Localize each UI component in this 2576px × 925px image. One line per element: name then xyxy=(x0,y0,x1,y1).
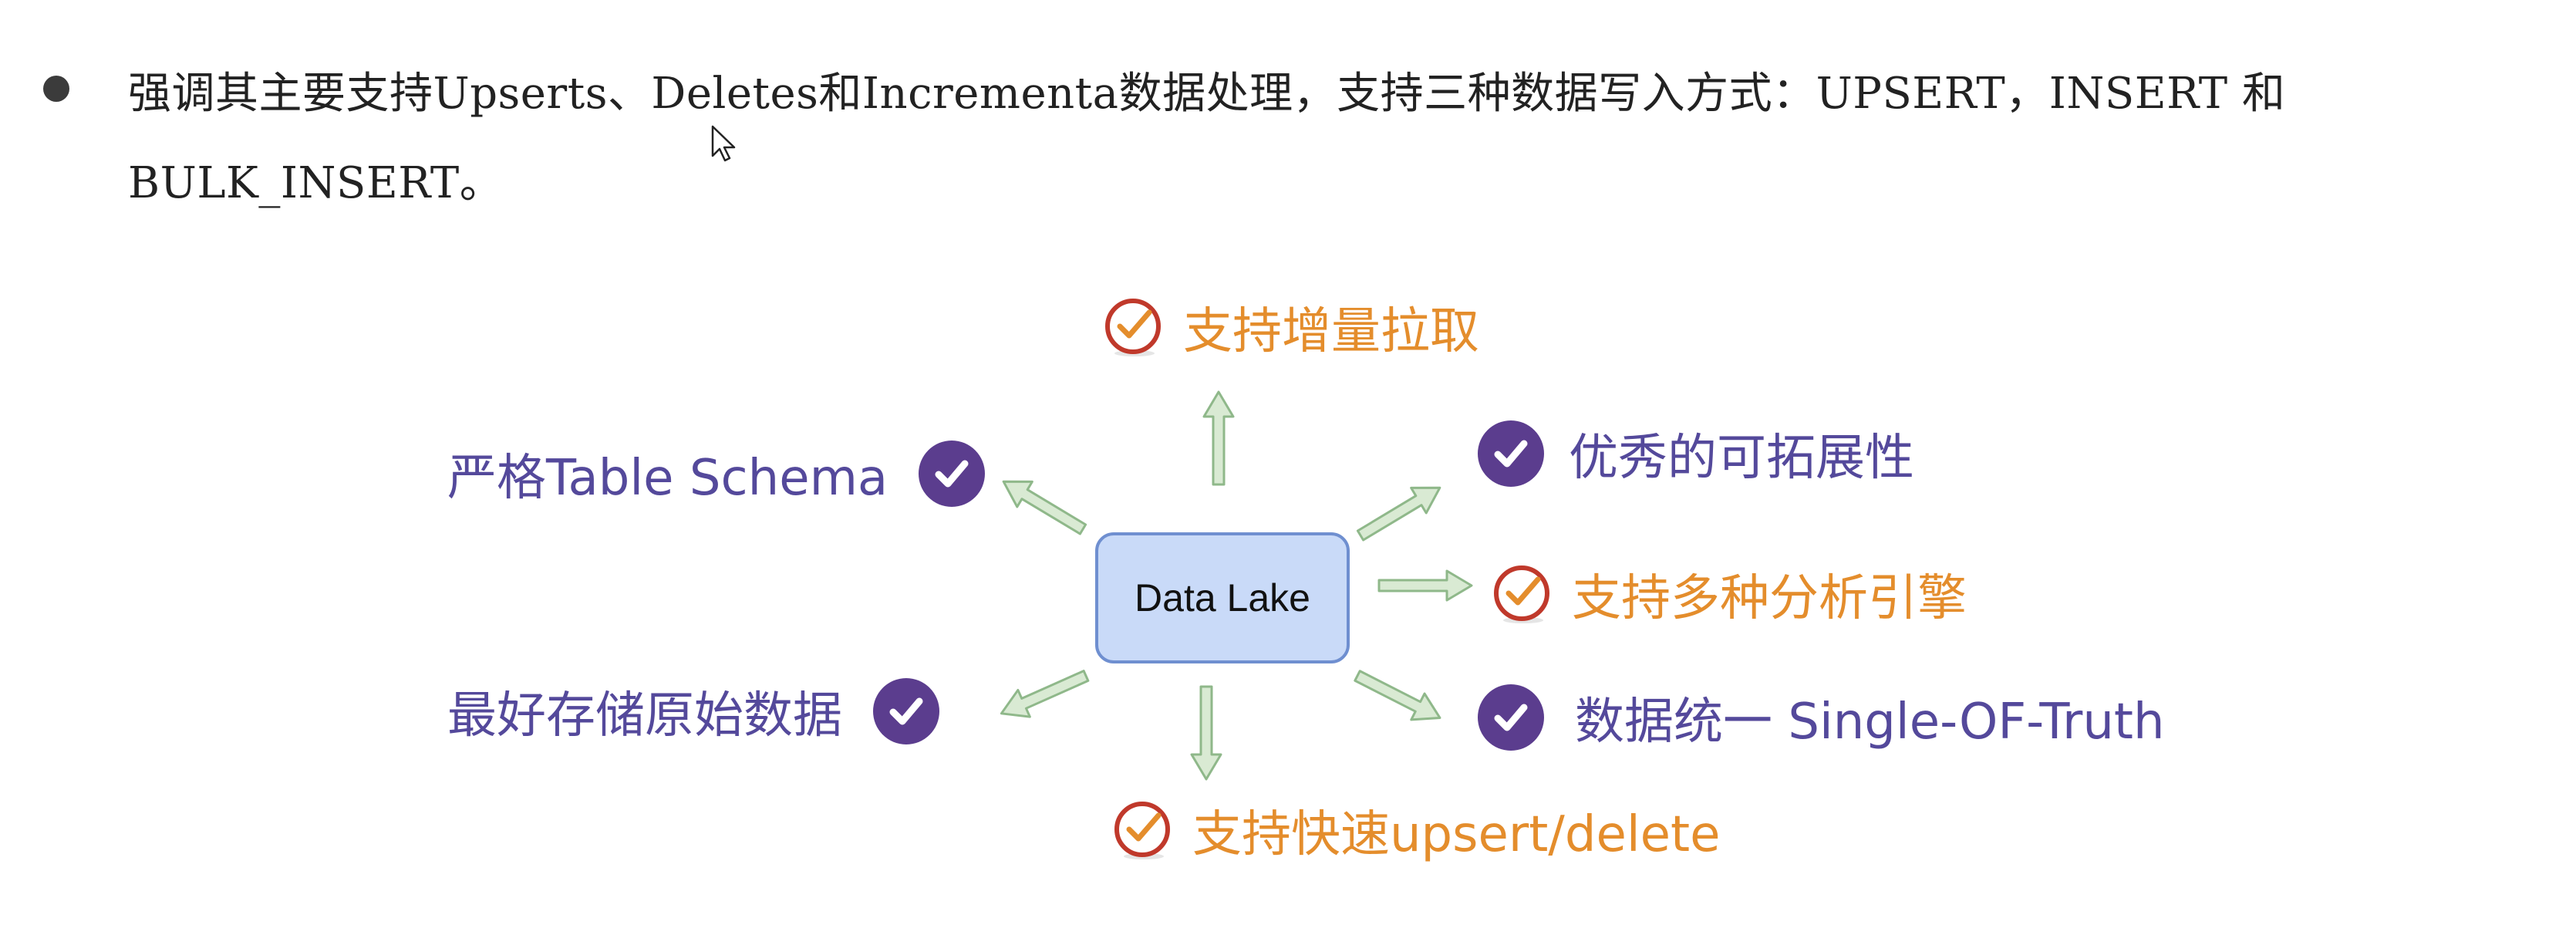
check-circle-icon xyxy=(919,441,986,507)
feature-label: 最好存储原始数据 xyxy=(447,687,842,744)
check-circle-icon xyxy=(873,678,939,744)
check-ring-icon xyxy=(1105,299,1161,356)
feature-raw-storage: 最好存储原始数据 xyxy=(447,676,939,747)
feature-label: 支持快速upsert/delete xyxy=(1192,806,1721,863)
check-circle-icon xyxy=(1478,420,1544,487)
mouse-pointer-icon xyxy=(711,125,736,162)
data-lake-node: Data Lake xyxy=(1095,532,1350,663)
feature-incremental-pull: 支持增量拉取 xyxy=(1101,292,1479,363)
feature-label: 支持增量拉取 xyxy=(1183,303,1479,360)
arrow-lower-left xyxy=(994,661,1094,728)
check-ring-icon xyxy=(1114,802,1170,859)
feature-label: 优秀的可拓展性 xyxy=(1569,430,1914,487)
check-ring-icon xyxy=(1494,565,1549,623)
text-line-1: 强调其主要支持Upserts、Deletes和Incrementa数据处理，支持… xyxy=(128,69,2286,119)
feature-multi-engine: 支持多种分析引擎 xyxy=(1490,559,1967,630)
arrow-upper-left xyxy=(994,468,1092,543)
feature-single-truth: 数据统一 Single-OF-Truth xyxy=(1478,682,2165,753)
bullet-dot xyxy=(43,76,69,102)
feature-label: 数据统一 Single-OF-Truth xyxy=(1575,694,2165,751)
feature-label: 严格Table Schema xyxy=(447,450,888,507)
feature-strict-schema: 严格Table Schema xyxy=(447,438,986,509)
feature-fast-upsert: 支持快速upsert/delete xyxy=(1111,795,1721,866)
arrow-top xyxy=(1202,390,1235,486)
arrow-bottom xyxy=(1190,685,1222,781)
check-circle-icon xyxy=(1478,684,1544,751)
feature-label: 支持多种分析引擎 xyxy=(1572,570,1967,627)
text-line-2: BULK_INSERT。 xyxy=(128,158,504,208)
arrow-lower-right xyxy=(1349,661,1448,732)
arrow-upper-right xyxy=(1351,474,1449,549)
feature-scalability: 优秀的可拓展性 xyxy=(1478,418,1914,489)
arrow-right xyxy=(1377,569,1473,602)
